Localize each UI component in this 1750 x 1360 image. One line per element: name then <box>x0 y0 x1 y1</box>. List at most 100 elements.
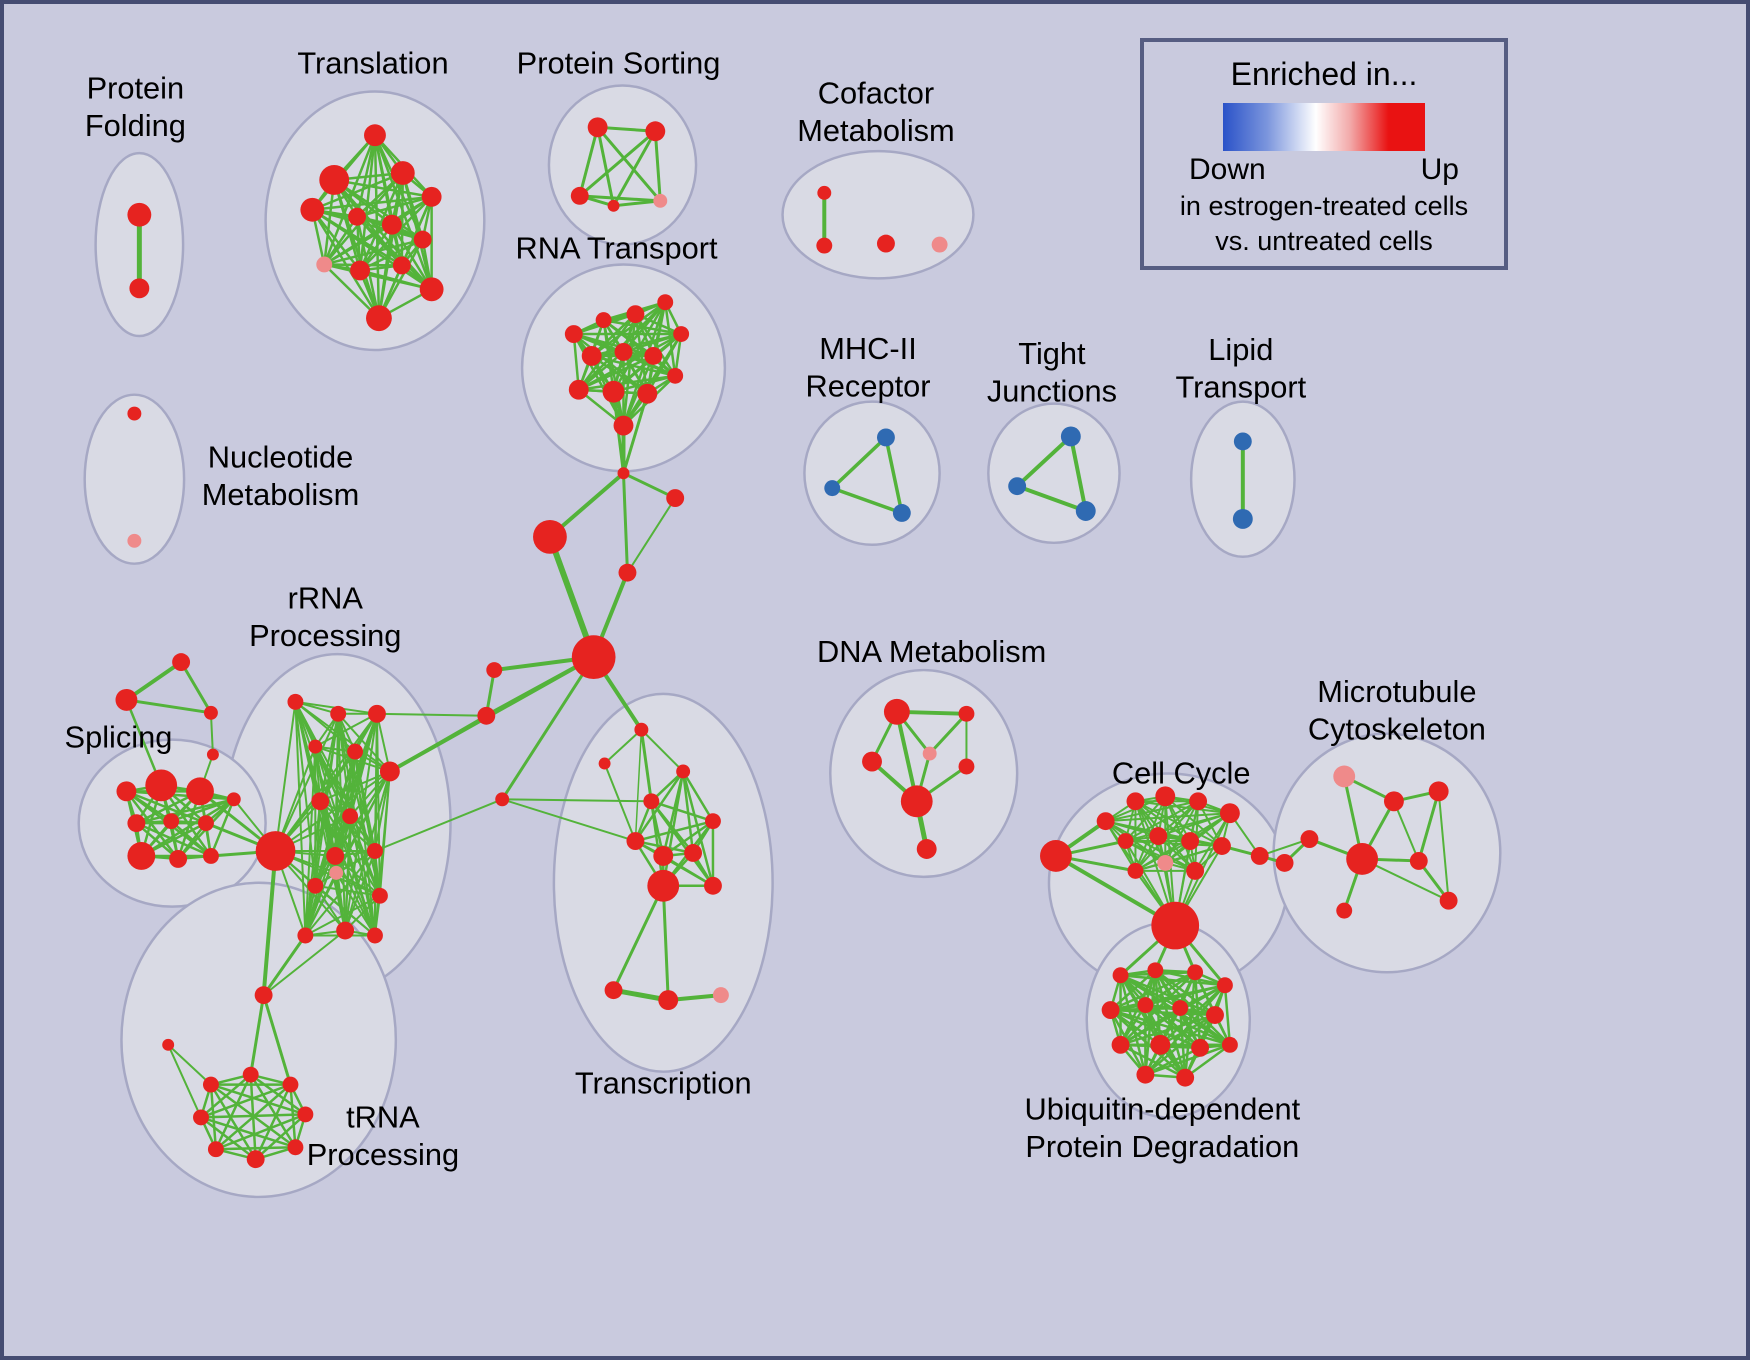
edge-cc6-cc13 <box>1194 812 1231 872</box>
node-cf1 <box>817 185 832 200</box>
node-tx2 <box>598 757 611 770</box>
legend-subtitle-line2: vs. untreated cells <box>1215 226 1433 257</box>
node-dm6 <box>900 785 933 818</box>
node-sp3 <box>186 777 214 806</box>
edge-tn7-tn9 <box>199 1116 257 1161</box>
node-ub5 <box>1101 1001 1120 1019</box>
node-tl2 <box>319 165 350 195</box>
cluster-label-line: Receptor <box>806 369 931 404</box>
node-tn9 <box>193 1109 209 1126</box>
edge-rt6-rt11 <box>590 354 649 395</box>
node-tx12 <box>658 990 679 1011</box>
edge-mt2-mt6 <box>1392 800 1420 862</box>
node-rt2 <box>595 312 612 329</box>
edge-tl8-tl13 <box>377 238 424 320</box>
node-tn2 <box>202 1076 219 1093</box>
edge-sp7-sp10 <box>140 798 236 858</box>
cluster-label-line: Metabolism <box>202 477 359 512</box>
legend-ends-row: Down Up <box>1189 153 1459 187</box>
node-rr13 <box>371 887 388 904</box>
edge-ps1-ps5 <box>596 125 662 203</box>
edge-tn6-tn8 <box>214 1145 297 1151</box>
node-tl13 <box>366 305 392 332</box>
edge-tn5-tn7 <box>254 1113 307 1161</box>
edge-ch1-ch2 <box>621 471 677 500</box>
edge-sp9-sp10 <box>209 798 236 858</box>
edge-tn10-tn9 <box>167 1043 202 1119</box>
node-mt6 <box>1409 851 1428 870</box>
node-rt8 <box>644 346 663 365</box>
edge-tj1-tj2 <box>1015 434 1073 489</box>
node-dm1 <box>883 698 910 725</box>
edge-ch6-rr6 <box>388 714 488 773</box>
legend-gradient-bar <box>1223 103 1425 151</box>
node-tj3 <box>1075 501 1096 521</box>
edge-tn5-tn9 <box>199 1113 307 1119</box>
edge-rr1-rrhub <box>274 700 297 852</box>
node-rr5 <box>347 743 364 760</box>
edge-ub12-ub14 <box>1183 1043 1232 1079</box>
node-cc12 <box>1127 862 1144 879</box>
node-dm4 <box>922 746 937 761</box>
node-rr16 <box>367 927 383 944</box>
edge-mh1-mh3 <box>884 435 904 515</box>
node-tl5 <box>421 186 442 207</box>
edge-tn1-rr15 <box>262 933 307 997</box>
edge-rt4-rt6 <box>590 300 667 358</box>
cluster-label-line: RNA Transport <box>516 230 718 265</box>
node-cc10 <box>1213 837 1231 855</box>
cluster-label-line: Processing <box>249 618 401 653</box>
node-cf3 <box>876 234 895 253</box>
edge-tn4-tn7 <box>254 1083 292 1161</box>
node-rt10 <box>602 380 625 403</box>
edge-cc4-cc7 <box>1124 795 1167 843</box>
edge-tx5-tx6 <box>634 819 715 843</box>
node-sp8 <box>169 849 188 868</box>
node-pf1 <box>127 202 152 227</box>
node-sp5 <box>163 813 180 830</box>
edge-rr1-rr11 <box>294 700 317 887</box>
edge-tn1-tn4 <box>262 993 292 1087</box>
edge-tl8-tl9 <box>323 238 424 266</box>
node-rt7 <box>614 342 633 361</box>
node-sp6 <box>198 815 214 832</box>
edge-rr7-rr15 <box>304 800 322 937</box>
cluster-label-line: Protein <box>87 70 185 105</box>
node-ps3 <box>570 186 589 205</box>
edge-sp1-sp8 <box>125 790 180 861</box>
node-cchub <box>1151 901 1200 950</box>
node-mt7 <box>1439 891 1458 910</box>
nodes <box>115 117 1458 1169</box>
node-cc9 <box>1181 832 1200 850</box>
edge-tn6-tn9 <box>199 1116 297 1149</box>
edge-ub4-ub6 <box>1144 983 1227 1007</box>
cluster-label-translation: Translation <box>297 46 448 81</box>
node-mt2 <box>1383 791 1404 812</box>
node-ub1 <box>1112 967 1129 984</box>
cluster-ellipse-mhc-ii-receptor <box>803 400 941 547</box>
node-tx13 <box>712 987 729 1004</box>
node-ub8 <box>1206 1006 1224 1024</box>
edge-sp5-sp10 <box>169 798 236 823</box>
cluster-label-line: Cell Cycle <box>1112 755 1251 790</box>
edge-ch7-tx4 <box>501 798 653 803</box>
edge-rr6-rrhub <box>274 770 391 852</box>
node-cc1 <box>1040 840 1072 872</box>
edge-ch6-rr3 <box>375 712 488 717</box>
cluster-label-protein-sorting: Protein Sorting <box>517 46 721 81</box>
node-rt6 <box>581 345 602 366</box>
node-mt3 <box>1428 781 1449 802</box>
node-tx10 <box>704 876 722 895</box>
edge-ft3-ft4 <box>209 711 214 756</box>
node-rt1 <box>564 325 583 343</box>
node-mt8 <box>1336 902 1353 919</box>
edge-rt9-rt12 <box>577 374 677 391</box>
node-ft4 <box>206 748 219 761</box>
node-tj2 <box>1008 477 1027 496</box>
edge-ft2-ft3 <box>124 698 213 715</box>
edge-ps2-ps4 <box>612 129 657 208</box>
node-cc7 <box>1117 833 1134 849</box>
